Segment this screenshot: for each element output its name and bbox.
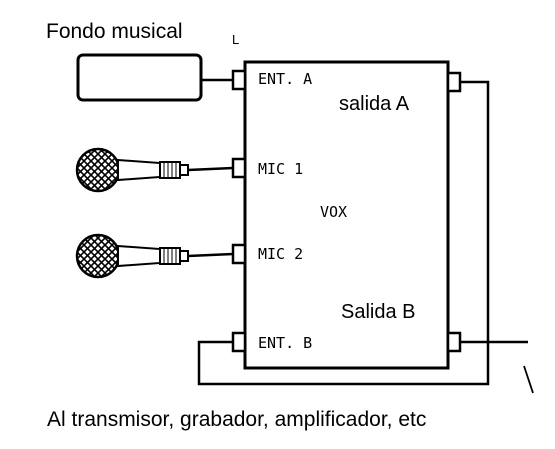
caption: Al transmisor, grabador, amplificador, e… xyxy=(47,408,426,431)
cable-salida-a-to-ent-b xyxy=(197,80,490,386)
output-label-salida-b: Salida B xyxy=(341,301,416,323)
cable-break-mark xyxy=(523,365,534,394)
input-label-mic-2: MIC 2 xyxy=(258,245,303,263)
diagram-title: Fondo musical xyxy=(46,20,183,43)
output-label-salida-a: salida A xyxy=(339,93,410,115)
connector-salida-a xyxy=(446,71,462,93)
input-label-ent-b: ENT. B xyxy=(258,334,312,352)
mixer-box xyxy=(243,60,450,370)
mixer-center-label: VOX xyxy=(320,203,347,221)
connector-mic-2 xyxy=(231,243,247,265)
connector-mic-1 xyxy=(231,157,247,179)
input-label-mic-1: MIC 1 xyxy=(258,160,303,178)
microphone-1 xyxy=(75,147,189,193)
connector-ent-a xyxy=(231,69,247,91)
music-source-device xyxy=(76,53,203,102)
microphone-2 xyxy=(75,233,189,279)
input-label-ent-a: ENT. A xyxy=(258,70,312,88)
cable-mic-2 xyxy=(187,252,234,258)
connector-ent-b xyxy=(231,331,247,353)
cable-mic-1 xyxy=(187,166,234,172)
connector-salida-b xyxy=(446,331,462,353)
corner-mark: L xyxy=(232,32,239,47)
